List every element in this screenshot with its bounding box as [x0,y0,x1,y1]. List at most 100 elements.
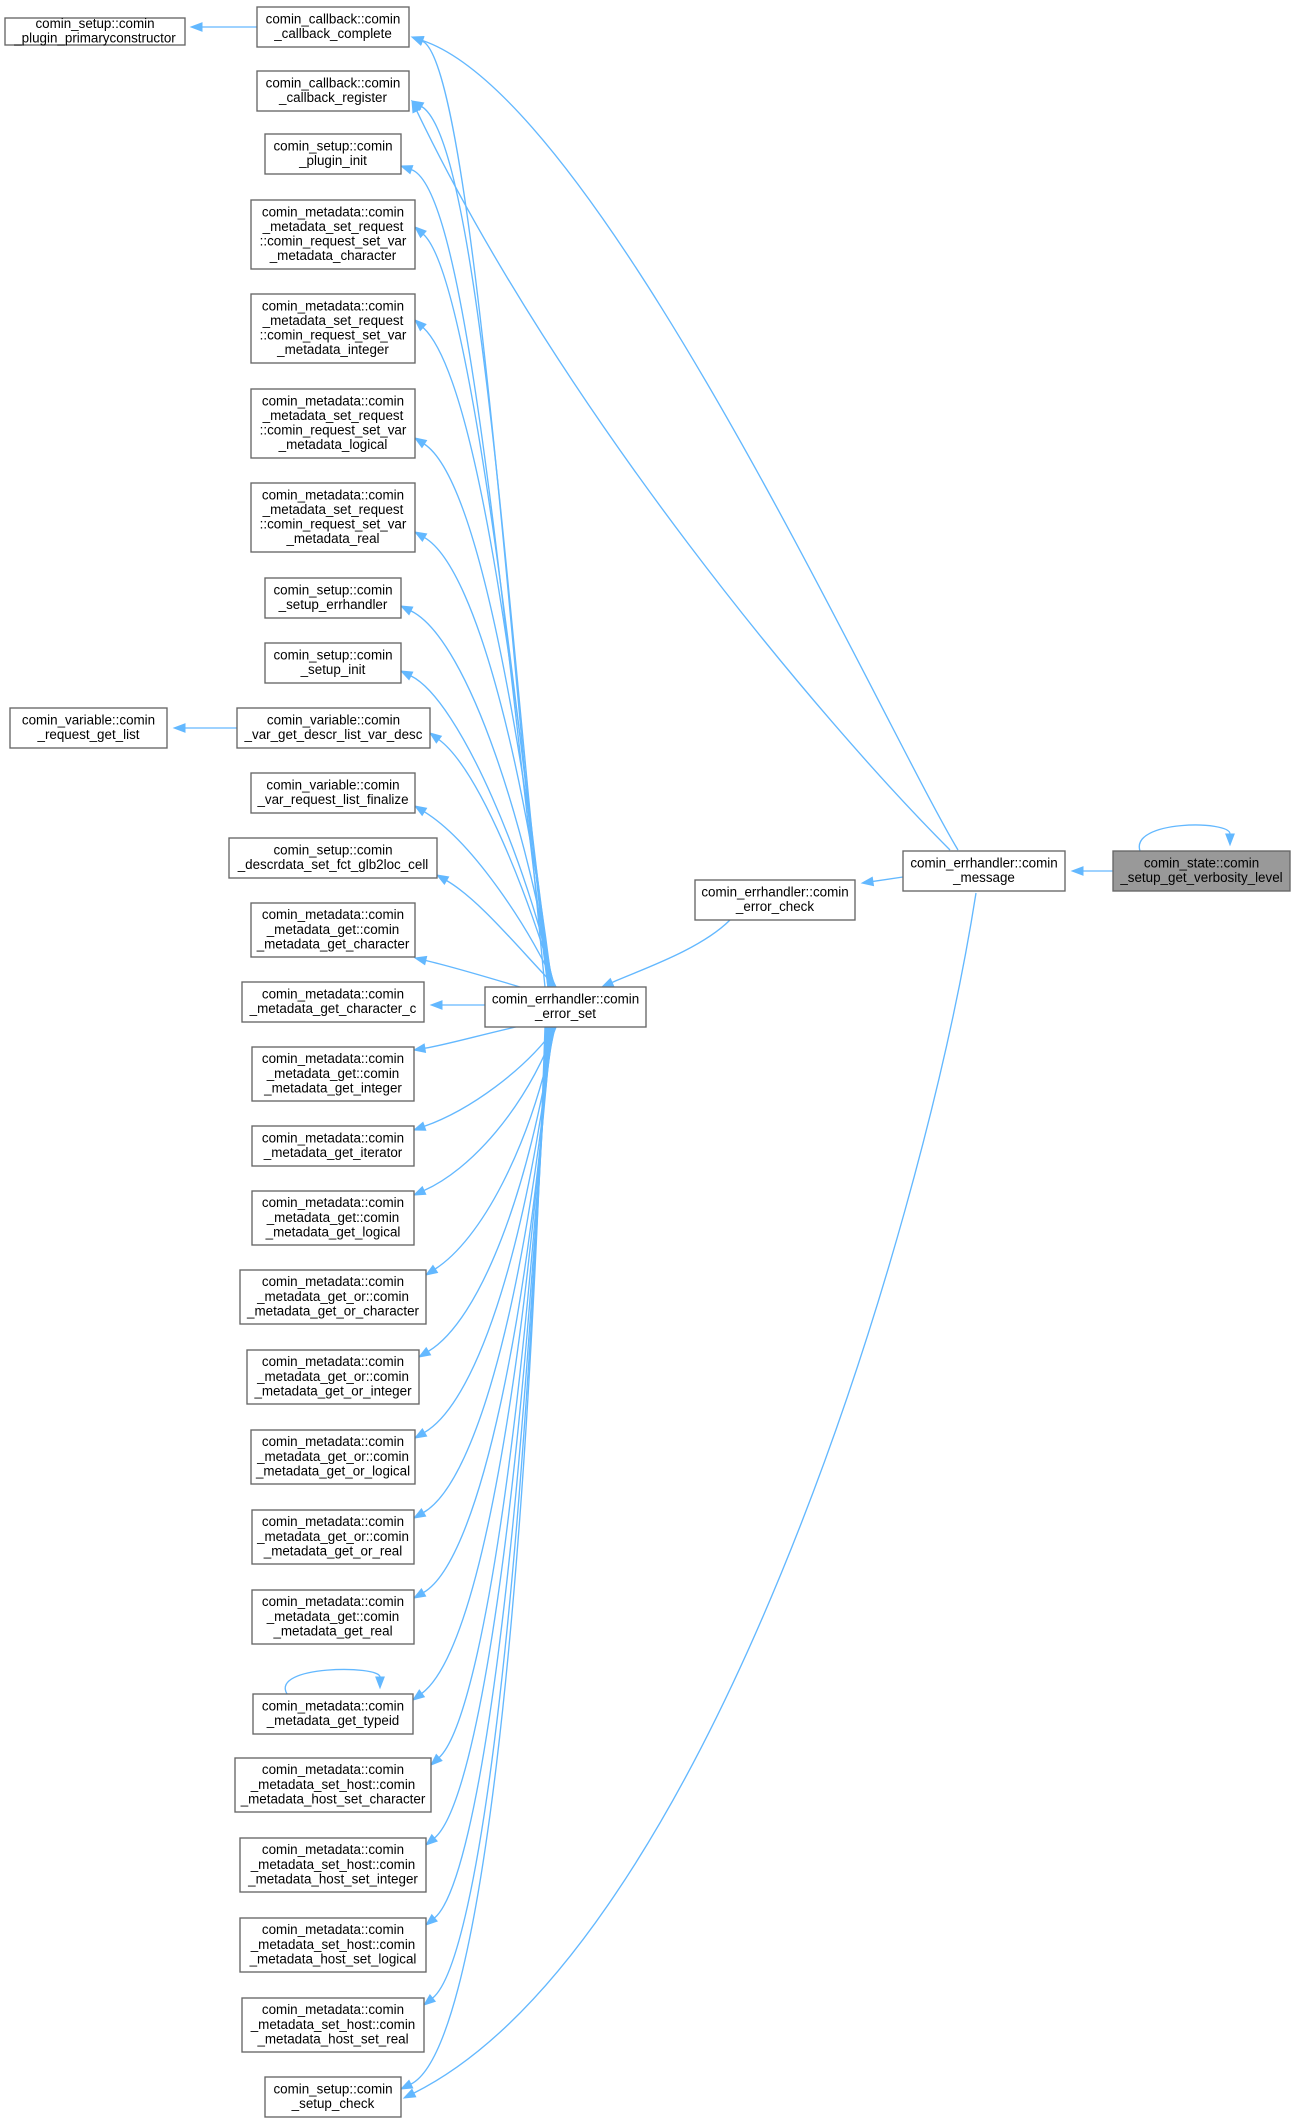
node-label-line: _setup_init [300,662,366,677]
edge-error_set-to-host_int-arrowhead [424,1833,438,1846]
node-label-line: _metadata_set_host::comin [250,1937,416,1952]
node-typeid[interactable]: comin_metadata::comin_metadata_get_typei… [252,1693,414,1735]
node-box [250,293,416,364]
node-setup-errh[interactable]: comin_setup::comin_setup_errhandler [264,577,402,619]
node-box [251,1589,415,1645]
edge-message-to-cb_complete [422,39,959,851]
edge-error_set-to-host_real [432,1026,547,1999]
node-label-line: _metadata_host_set_logical [249,1951,417,1966]
edge-error_set-to-get_char [425,959,521,988]
edge-message-to-setup_check [413,892,977,2094]
node-box [264,133,402,175]
node-label-line: comin_state::comin [1144,856,1259,871]
edge-error_set-to-getor_real-arrowhead [412,1507,427,1519]
node-glb2loc[interactable]: comin_setup::comin_descrdata_set_fct_glb… [228,837,438,879]
edge-error_set-to-typeid [421,1026,551,1694]
node-host-char[interactable]: comin_metadata::comin_metadata_set_host:… [234,1757,432,1813]
node-host-int[interactable]: comin_metadata::comin_metadata_set_host:… [239,1837,427,1893]
edge-error_set-to-get_real-arrowhead [412,1587,427,1599]
node-label-line: comin_metadata::comin [262,1354,404,1369]
edge-error_set-to-getor_int-arrowhead [417,1346,432,1358]
node-cb-complete[interactable]: comin_callback::comin_callback_complete [256,6,410,48]
edge-error_set-to-get_char-arrowhead [413,955,428,966]
node-box [9,707,168,749]
node-get-log[interactable]: comin_metadata::comin_metadata_get::comi… [251,1190,415,1246]
node-req-list[interactable]: comin_variable::comin_request_get_list [9,707,168,749]
node-box [228,837,438,879]
node-label-line: _metadata_set_host::comin [250,1857,416,1872]
edge-error_set-to-get_iter [424,1026,557,1127]
node-box [484,986,647,1028]
node-label-line: _metadata_host_set_real [256,2031,408,2046]
node-host-log[interactable]: comin_metadata::comin_metadata_set_host:… [239,1917,427,1973]
edge-error_set-to-var_finalize-arrowhead [413,805,428,817]
node-label-line: comin_variable::comin [22,713,155,728]
node-setup-check[interactable]: comin_setup::comin_setup_check [264,2076,402,2118]
edge-error_set-to-host_log-arrowhead [424,1913,438,1926]
node-box [239,1269,427,1325]
node-get-real[interactable]: comin_metadata::comin_metadata_get::comi… [251,1589,415,1645]
node-getor-char[interactable]: comin_metadata::comin_metadata_get_or::c… [239,1269,427,1325]
node-label-line: _metadata_get_or_logical [255,1463,410,1478]
edge-typeid-to-typeid [284,1668,381,1695]
node-get-char[interactable]: comin_metadata::comin_metadata_get::comi… [250,902,416,958]
node-label-line: _metadata_get_character [256,936,410,951]
node-primaryctor[interactable]: comin_setup::comin_plugin_primaryconstru… [4,16,186,46]
edge-target-to-message-arrowhead [1070,866,1084,876]
node-label-line: _metadata_set_host::comin [250,1777,416,1792]
node-getor-real[interactable]: comin_metadata::comin_metadata_get_or::c… [251,1509,415,1565]
node-plugin-init[interactable]: comin_setup::comin_plugin_init [264,133,402,175]
node-label-line: _metadata_get_or::comin [256,1449,409,1464]
node-setup-init[interactable]: comin_setup::comin_setup_init [264,642,402,684]
node-box [4,17,186,46]
node-label-line: _metadata_get_or_character [246,1303,420,1318]
edge-error_set-to-setup_init [410,675,555,988]
node-label-line: ::comin_request_set_var [260,328,407,343]
node-getor-log[interactable]: comin_metadata::comin_metadata_get_or::c… [250,1429,416,1485]
node-set-int[interactable]: comin_metadata::comin_metadata_set_reque… [250,293,416,364]
node-box [264,642,402,684]
node-label-line: comin_setup::comin [273,2082,392,2097]
node-label-line: comin_metadata::comin [262,1842,404,1857]
node-host-real[interactable]: comin_metadata::comin_metadata_set_host:… [241,1997,425,2053]
node-get-char-c[interactable]: comin_metadata::comin_metadata_get_chara… [241,981,425,1023]
node-error-check[interactable]: comin_errhandler::comin_error_check [694,879,856,921]
edge-message-to-cb_register [416,110,951,851]
node-set-char[interactable]: comin_metadata::comin_metadata_set_reque… [250,199,416,270]
node-label-line: _metadata_get_or_real [263,1543,402,1558]
node-get-int[interactable]: comin_metadata::comin_metadata_get::comi… [251,1046,415,1102]
node-set-log[interactable]: comin_metadata::comin_metadata_set_reque… [250,388,416,459]
node-label-line: _metadata_get_or::comin [256,1529,409,1544]
node-label-line: _metadata_real [285,531,379,546]
node-label-line: _setup_check [291,2096,375,2111]
node-label-line: comin_metadata::comin [262,1051,404,1066]
node-label-line: _metadata_logical [278,437,388,452]
node-label-line: _metadata_get_iterator [263,1145,403,1160]
node-getor-int[interactable]: comin_metadata::comin_metadata_get_or::c… [246,1349,420,1405]
node-target[interactable]: comin_state::comin_setup_get_verbosity_l… [1112,850,1291,892]
edge-error_set-to-setup_check [410,1026,546,2085]
node-box [694,879,856,921]
node-label-line: comin_metadata::comin [262,987,404,1002]
node-label-line: ::comin_request_set_var [260,423,407,438]
edge-error_set-to-setup_errh-arrowhead [399,605,414,616]
node-var-desc[interactable]: comin_variable::comin_var_get_descr_list… [236,707,431,749]
edge-error_set-to-set_int-arrowhead [413,319,427,332]
node-label-line: _setup_get_verbosity_level [1119,870,1282,885]
node-label-line: _metadata_host_set_character [240,1791,426,1806]
node-set-real[interactable]: comin_metadata::comin_metadata_set_reque… [250,482,416,553]
node-label-line: comin_metadata::comin [262,1922,404,1937]
node-box [239,1917,427,1973]
node-get-iter[interactable]: comin_metadata::comin_metadata_get_itera… [251,1125,415,1167]
node-label-line: _var_request_list_finalize [256,792,408,807]
node-cb-register[interactable]: comin_callback::comin_callback_register [256,70,410,112]
node-label-line: comin_errhandler::comin [701,885,848,900]
node-box [252,1693,414,1735]
node-var-finalize[interactable]: comin_variable::comin_var_request_list_f… [250,772,416,814]
node-message[interactable]: comin_errhandler::comin_message [902,850,1066,892]
node-label-line: _setup_errhandler [278,597,388,612]
node-error-set[interactable]: comin_errhandler::comin_error_set [484,986,647,1028]
node-label-line: _plugin_init [298,153,367,168]
node-label-line: comin_metadata::comin [262,204,404,219]
edge-error_set-to-set_char-arrowhead [413,226,427,239]
